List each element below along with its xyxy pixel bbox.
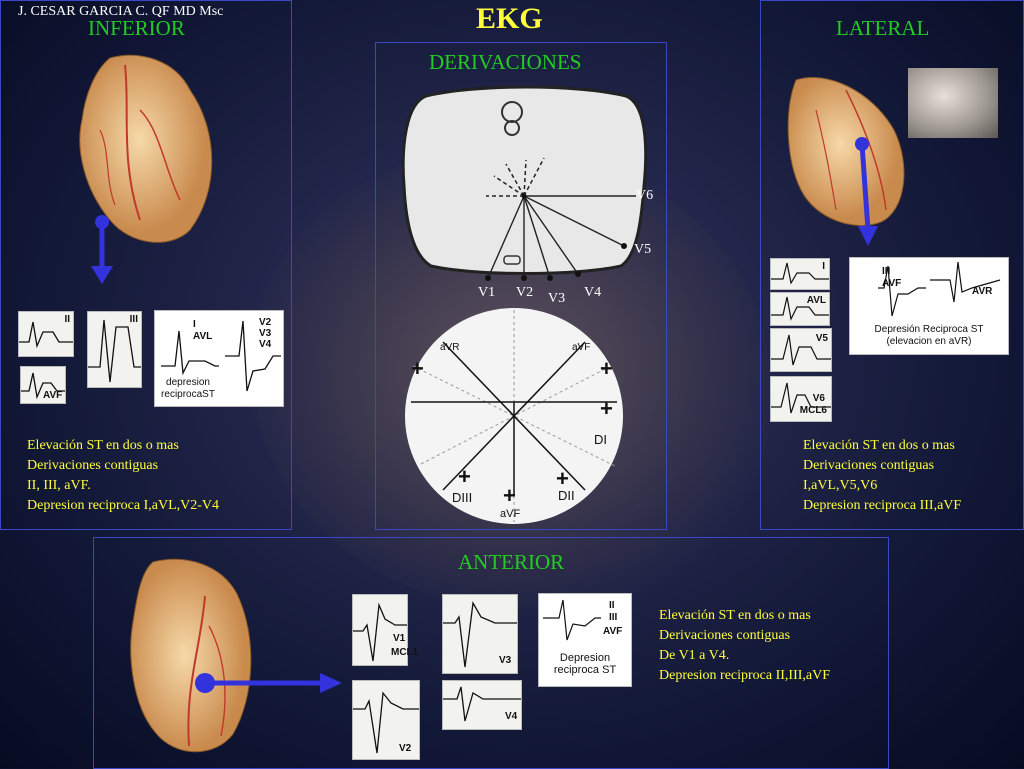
ecg-label: II <box>64 314 70 325</box>
ecg-label: III <box>609 612 618 623</box>
text-line: I,aVL,V5,V6 <box>803 478 878 493</box>
inferior-heading: INFERIOR <box>88 16 185 40</box>
inferior-ecg-avf: AVF <box>20 366 66 404</box>
text-line: II, III, aVF. <box>27 478 91 493</box>
lateral-heart-image <box>787 76 905 226</box>
ecg-label: II <box>609 600 615 611</box>
ecg-label: III <box>129 314 138 325</box>
text-line: Derivaciones contiguas <box>803 458 935 473</box>
lateral-ecg-i: I <box>770 258 830 290</box>
ecg-label: III <box>882 266 891 277</box>
limb-label-avr: aVR <box>440 342 460 353</box>
ecg-label: AVL <box>193 331 213 342</box>
lateral-ecg-avl: AVL <box>770 292 830 326</box>
lateral-ecg-v6: V6 MCL6 <box>770 376 832 422</box>
lead-label-v6: V6 <box>636 188 654 203</box>
lead-label-v4: V4 <box>584 285 602 300</box>
text-line: Derivaciones contiguas <box>659 628 791 643</box>
ecg-label: V3 <box>259 328 272 339</box>
ecg-label: V2 <box>259 317 272 328</box>
anterior-ecg-v1: V1 MCL1 <box>352 594 418 666</box>
anterior-heading: ANTERIOR <box>458 550 565 574</box>
lateral-ecg-v5: V5 <box>770 328 832 372</box>
ecg-label: V3 <box>499 655 512 666</box>
anterior-ecg-v2: V2 <box>352 680 420 760</box>
plus-sign: + <box>556 466 569 491</box>
inferior-description: Elevación ST en dos o mas Derivaciones c… <box>27 436 287 516</box>
ecg-label: I <box>822 261 825 272</box>
plus-sign: + <box>600 356 613 381</box>
plus-sign: + <box>458 464 471 489</box>
lead-label-v2: V2 <box>516 285 534 300</box>
ecg-label: AVF <box>43 390 63 401</box>
ecg-label: V4 <box>259 339 272 350</box>
lead-label-v3: V3 <box>548 291 566 306</box>
ecg-label: I <box>193 319 196 330</box>
center-panel <box>375 42 667 530</box>
ecg-label: V6 <box>812 393 825 404</box>
limb-label-diii: DIII <box>452 490 473 505</box>
lead-label-v5: V5 <box>634 242 652 257</box>
text-line: Depresion reciproca III,aVF <box>803 498 962 513</box>
lateral-description: Elevación ST en dos o mas Derivaciones c… <box>803 436 1018 516</box>
ecg-label: V2 <box>399 743 412 754</box>
anterior-ecg-v4: V4 <box>442 680 522 730</box>
text-line: Elevación ST en dos o mas <box>659 608 811 623</box>
ecg-label: AVR <box>972 286 993 297</box>
inferior-recip-caption: depresion reciprocaST <box>161 377 215 400</box>
inferior-recip-box: I AVL V2 V3 V4 depresion reciprocaST <box>154 310 284 407</box>
ecg-label: AVF <box>882 278 902 289</box>
limb-label-avf-bottom: aVF <box>500 508 521 520</box>
limb-label-avf-top: aVF <box>572 342 591 353</box>
ecg-label: MCL1 <box>391 647 419 658</box>
lead-label-v1: V1 <box>478 285 496 300</box>
ecg-label: V4 <box>505 711 518 722</box>
inferior-ecg-ii: II <box>18 311 74 357</box>
angiogram-image <box>908 68 998 138</box>
inferior-heart-image <box>79 54 213 243</box>
ecg-label: V1 <box>393 633 406 644</box>
ecg-label: AVF <box>603 626 623 637</box>
anterior-arrow <box>195 673 342 693</box>
inferior-ecg-iii: III <box>87 311 142 388</box>
precordial-cross-section-diagram <box>401 86 648 281</box>
hexaxial-limb-lead-diagram <box>405 308 623 524</box>
limb-label-dii: DII <box>558 488 575 503</box>
text-line: De V1 a V4. <box>659 648 730 663</box>
plus-sign: + <box>411 356 424 381</box>
ecg-label: V5 <box>815 333 828 344</box>
ecg-label: MCL6 <box>799 405 827 416</box>
lateral-recip-box: III AVF AVR Depresión Reciproca ST (elev… <box>849 257 1009 355</box>
lateral-heading: LATERAL <box>836 16 930 40</box>
inferior-arrow <box>91 215 113 284</box>
text-line: Depresion reciproca I,aVL,V2-V4 <box>27 498 220 513</box>
derivaciones-heading: DERIVACIONES <box>429 50 582 74</box>
text-line: Derivaciones contiguas <box>27 458 159 473</box>
anterior-heart-image <box>130 558 252 753</box>
text-line: Elevación ST en dos o mas <box>803 438 955 453</box>
text-line: Depresion reciproca II,III,aVF <box>659 668 831 683</box>
page-title: EKG <box>476 2 543 35</box>
plus-sign: + <box>503 483 516 508</box>
anterior-recip-caption: Depresion reciproca ST <box>553 652 617 676</box>
text-line: Elevación ST en dos o mas <box>27 438 179 453</box>
ecg-label: AVL <box>806 295 826 306</box>
limb-label-di: DI <box>594 432 607 447</box>
anterior-recip-box: II III AVF Depresion reciproca ST <box>538 593 632 687</box>
lateral-arrow <box>855 137 878 246</box>
anterior-description: Elevación ST en dos o mas Derivaciones c… <box>659 606 884 686</box>
anterior-ecg-v3: V3 <box>442 594 518 674</box>
plus-sign: + <box>600 396 613 421</box>
lateral-recip-caption: Depresión Reciproca ST (elevacion en aVR… <box>874 324 984 347</box>
author-credit: J. CESAR GARCIA C. QF MD Msc <box>18 4 224 19</box>
inferior-panel <box>0 0 292 530</box>
